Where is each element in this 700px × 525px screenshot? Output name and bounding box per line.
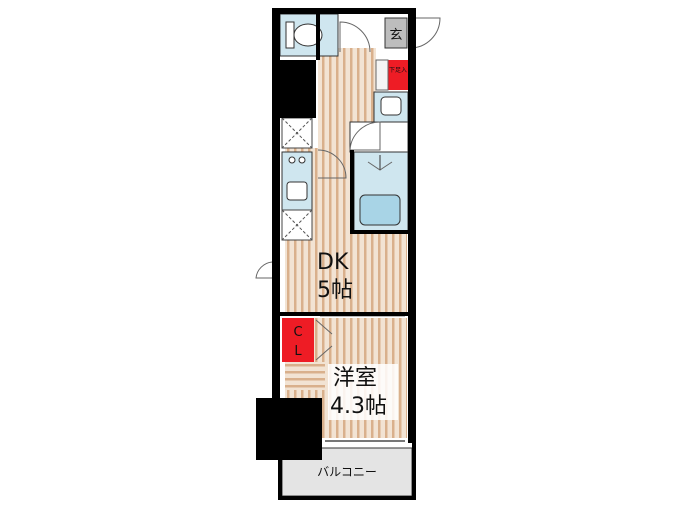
kitchen-counter: [281, 151, 313, 211]
stove-burner-icon: [288, 156, 296, 164]
bath-door-swing: [349, 121, 381, 151]
balcony-wall-bottom: [278, 496, 416, 500]
hall-wall: [316, 14, 320, 60]
side-door-swing: [255, 261, 273, 279]
shoe-door-panel: [375, 59, 389, 91]
washer-cross-icon: [281, 209, 313, 241]
western-room-label: 洋室: [333, 366, 377, 391]
entrance-label: 玄: [389, 28, 402, 43]
balcony-wall-right: [412, 440, 416, 500]
balcony-label: バルコニー: [317, 465, 377, 479]
closet-floor-strip: [285, 362, 325, 390]
bath-folding-door: [367, 161, 393, 171]
dk-west-divider: [280, 312, 408, 316]
closet-door-swing: [315, 319, 333, 361]
stove-burner-icon: [298, 156, 306, 164]
toilet-door-swing: [339, 21, 371, 53]
dk-label: DK: [317, 250, 349, 275]
entrance: [384, 17, 408, 49]
balcony-wall-left: [278, 448, 282, 498]
shoe-storage: [388, 60, 408, 90]
toilet-icon: [285, 21, 323, 49]
dk-size-label: 5帖: [317, 278, 353, 303]
pillar: [256, 398, 322, 460]
pipe-shaft: [280, 60, 316, 118]
kitchen-door-swing: [317, 149, 347, 179]
closet: [282, 318, 314, 362]
bath-wall: [350, 150, 354, 232]
western-label-bg: [328, 364, 398, 420]
bathtub-icon: [359, 194, 401, 226]
top-wall: [272, 8, 416, 14]
shoe-storage-label: 下足入: [389, 67, 407, 74]
fridge-cross-icon: [281, 117, 313, 149]
sink-icon: [286, 181, 308, 201]
bathroom-dressing: [349, 121, 409, 153]
washbasin-icon: [380, 96, 402, 116]
closet-label-line1: C: [293, 325, 302, 340]
right-wall: [408, 8, 416, 443]
bath-bottom-wall: [350, 230, 408, 234]
closet-label-line2: L: [294, 344, 302, 359]
left-wall: [272, 8, 280, 413]
western-room-size-label: 4.3帖: [330, 394, 387, 419]
